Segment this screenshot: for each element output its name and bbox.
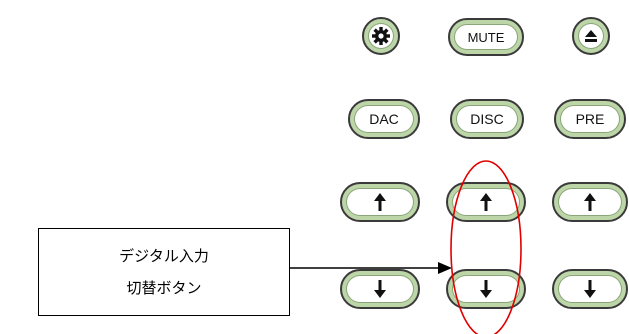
arrow-up-icon <box>374 193 386 211</box>
center-up-button[interactable] <box>446 182 526 222</box>
annotation-arrowhead <box>438 262 452 274</box>
mute-label: MUTE <box>467 29 505 45</box>
right-up-button[interactable] <box>552 182 628 222</box>
center-down-button[interactable] <box>446 269 526 309</box>
mute-button[interactable]: MUTE <box>448 18 524 56</box>
dac-label: DAC <box>369 111 399 127</box>
pre-button[interactable]: PRE <box>554 99 626 139</box>
disc-button[interactable]: DISC <box>450 99 524 139</box>
annotation-line-1: デジタル入力 <box>119 247 209 265</box>
eject-button[interactable] <box>572 17 610 55</box>
highlight-ellipse <box>450 160 522 334</box>
disc-label: DISC <box>470 111 504 127</box>
pre-label: PRE <box>575 111 605 127</box>
arrow-down-icon <box>480 280 492 298</box>
arrow-up-icon <box>584 193 596 211</box>
annotation-line-2: 切替ボタン <box>126 279 202 297</box>
dac-button[interactable]: DAC <box>348 99 420 139</box>
left-down-button[interactable] <box>340 269 420 309</box>
settings-button[interactable] <box>362 17 400 55</box>
left-up-button[interactable] <box>340 182 420 222</box>
gear-icon <box>372 27 390 45</box>
arrow-up-icon <box>480 193 492 211</box>
right-down-button[interactable] <box>552 269 628 309</box>
annotation-box: デジタル入力 切替ボタン <box>38 228 290 316</box>
eject-icon <box>585 30 597 42</box>
arrow-down-icon <box>374 280 386 298</box>
arrow-down-icon <box>584 280 596 298</box>
